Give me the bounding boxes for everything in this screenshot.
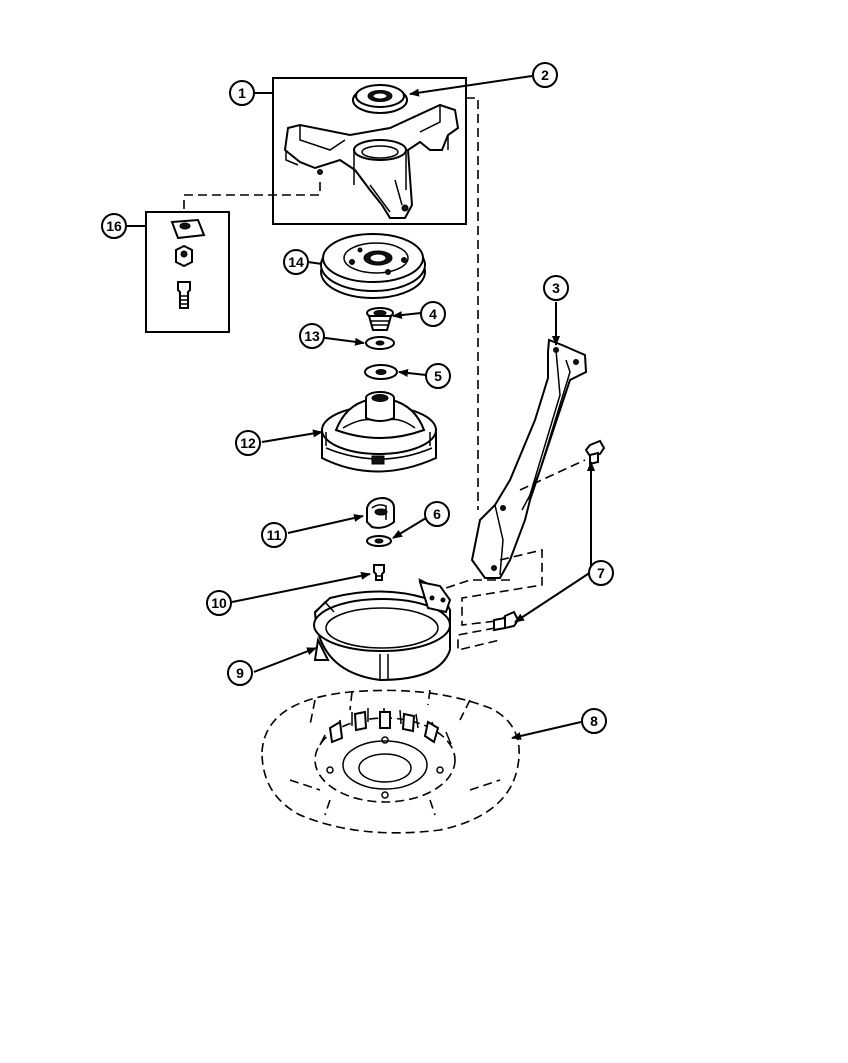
screw-7-upper-part [584, 439, 606, 466]
tub-base-part [261, 689, 520, 834]
clip-nut-bolt-part [170, 218, 206, 309]
dashed-screw-shield [457, 627, 501, 652]
callout-label-10: 10 [211, 595, 227, 611]
housing-part [321, 391, 437, 473]
washer-6-part [366, 535, 392, 547]
shield-part [313, 578, 452, 682]
screw-7-lower-part [493, 610, 520, 632]
leader-lines [126, 75, 595, 740]
callout-label-3: 3 [552, 280, 560, 296]
callout-16: 16 [101, 213, 127, 239]
callout-3: 3 [543, 275, 569, 301]
part-group-box-1 [272, 77, 467, 225]
callout-11: 11 [261, 522, 287, 548]
callout-label-16: 16 [106, 218, 122, 234]
callout-8: 8 [581, 708, 607, 734]
dashed-bracket-screw [519, 459, 586, 491]
callout-label-2: 2 [541, 67, 549, 83]
callout-label-6: 6 [433, 506, 441, 522]
callout-label-13: 13 [304, 328, 320, 344]
callout-label-11: 11 [267, 527, 282, 543]
clip-11-part [366, 496, 395, 529]
bearing-part [352, 84, 408, 114]
dashed-bracket-shield [439, 579, 510, 591]
callout-label-4: 4 [429, 306, 437, 322]
callout-1: 1 [229, 80, 255, 106]
dashed-link-1-3 [466, 97, 479, 510]
callout-2: 2 [532, 62, 558, 88]
callout-label-8: 8 [590, 713, 598, 729]
tub-support-part [283, 103, 460, 219]
callout-4: 4 [420, 301, 446, 327]
callout-label-9: 9 [236, 665, 244, 681]
callout-label-1: 1 [238, 85, 246, 101]
dashed-bracket-box [461, 548, 543, 626]
callout-13: 13 [299, 323, 325, 349]
bracket-part [470, 338, 588, 579]
washer-13-part [365, 336, 395, 350]
pulley-part [320, 233, 426, 299]
callout-14: 14 [283, 249, 309, 275]
dashed-link-1-16 [183, 182, 321, 214]
callout-label-14: 14 [288, 254, 304, 270]
callout-7: 7 [588, 560, 614, 586]
callout-label-5: 5 [434, 368, 442, 384]
callout-label-12: 12 [240, 435, 256, 451]
screw-10-part [373, 564, 385, 581]
callout-10: 10 [206, 590, 232, 616]
callout-6: 6 [424, 501, 450, 527]
callout-9: 9 [227, 660, 253, 686]
callout-12: 12 [235, 430, 261, 456]
callout-5: 5 [425, 363, 451, 389]
part-group-box-16 [145, 211, 230, 333]
washer-5-part [364, 364, 398, 380]
cone-nut-part [366, 307, 394, 331]
callout-label-7: 7 [597, 565, 605, 581]
